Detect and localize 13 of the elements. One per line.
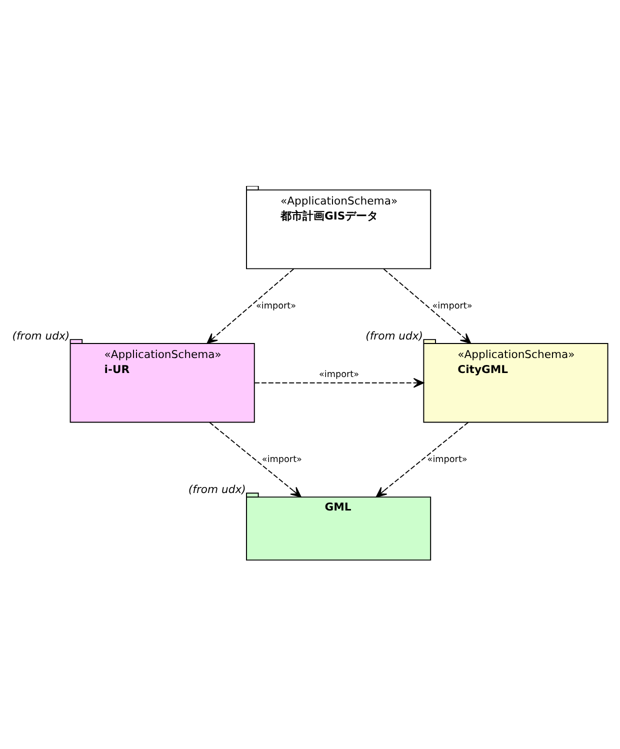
edge-label: «import» — [427, 454, 468, 464]
edge-label: «import» — [319, 370, 360, 380]
edge-label: «import» — [432, 300, 472, 311]
arrow — [254, 377, 424, 388]
arrow — [209, 421, 302, 497]
arrow — [376, 421, 469, 497]
node-label: (from udx) — [366, 328, 424, 342]
edge-label: «import» — [262, 454, 302, 464]
node-label: (from udx) — [188, 482, 246, 496]
node-label: (from udx) — [12, 328, 70, 342]
arrow — [383, 268, 472, 344]
edge-label: «import» — [256, 300, 296, 311]
arrow — [206, 268, 294, 344]
